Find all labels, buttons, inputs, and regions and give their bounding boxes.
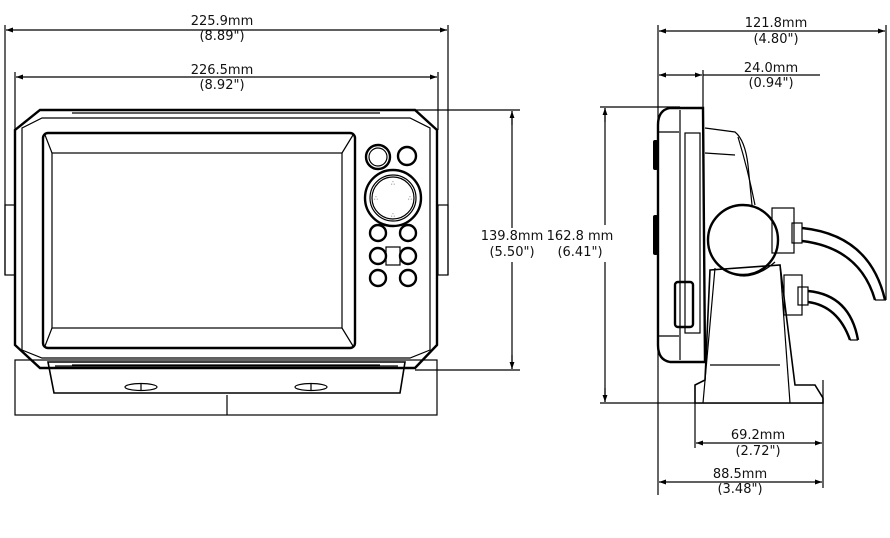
body-width-mm: 226.5mm — [191, 63, 254, 78]
overall-depth-mm: 121.8mm — [745, 16, 808, 31]
unit-depth-in: (0.94") — [748, 76, 793, 91]
body-width-dimension: 226.5mm (8.92") — [14, 63, 439, 130]
power-button — [364, 143, 392, 171]
unit-depth-mm: 24.0mm — [744, 61, 798, 76]
mount-depth-in: (3.48") — [717, 482, 762, 497]
base-depth-mm: 69.2mm — [731, 428, 785, 443]
mount-base — [14, 359, 438, 416]
overall-width-in: (8.89") — [199, 29, 244, 44]
svg-text:∴: ∴ — [391, 212, 395, 219]
svg-text:∴: ∴ — [391, 180, 395, 187]
body-height-mm: 139.8mm — [481, 229, 544, 244]
svg-text:∴: ∴ — [408, 195, 412, 202]
side-port — [673, 280, 695, 329]
overall-depth-in: (4.80") — [753, 32, 798, 47]
fishfinder-side — [653, 106, 887, 404]
mount-depth-dimension: 88.5mm (3.48") — [659, 467, 822, 497]
overall-width-mm: 225.9mm — [191, 14, 254, 29]
body-height-dimension: 139.8mm (5.50") — [415, 109, 544, 371]
svg-text:∴: ∴ — [374, 195, 378, 202]
base-depth-dimension: 69.2mm (2.72") — [694, 380, 824, 488]
screen — [51, 152, 343, 329]
body-height-in: (5.50") — [489, 245, 534, 260]
unit-depth-dimension: 24.0mm (0.94") — [659, 61, 820, 108]
front-view: 225.9mm (8.89") 226.5mm (8.92") — [4, 14, 544, 416]
overall-height-in: (6.41") — [557, 245, 602, 260]
overall-height-mm: 162.8 mm — [547, 229, 614, 244]
menu-button — [396, 145, 418, 167]
overall-width-dimension: 225.9mm (8.89") — [4, 14, 449, 275]
side-view: 121.8mm (4.80") 24.0mm (0.94") 162.8 mm … — [547, 16, 887, 497]
fishfinder-front: ∴ ∴ ∴ ∴ — [13, 108, 439, 370]
screen-bezel — [41, 131, 357, 350]
body-width-in: (8.92") — [199, 78, 244, 93]
mount-depth-mm: 88.5mm — [713, 467, 767, 482]
base-depth-in: (2.72") — [735, 444, 780, 459]
overall-height-dimension: 162.8 mm (6.41") — [547, 106, 823, 404]
dpad — [363, 168, 423, 228]
